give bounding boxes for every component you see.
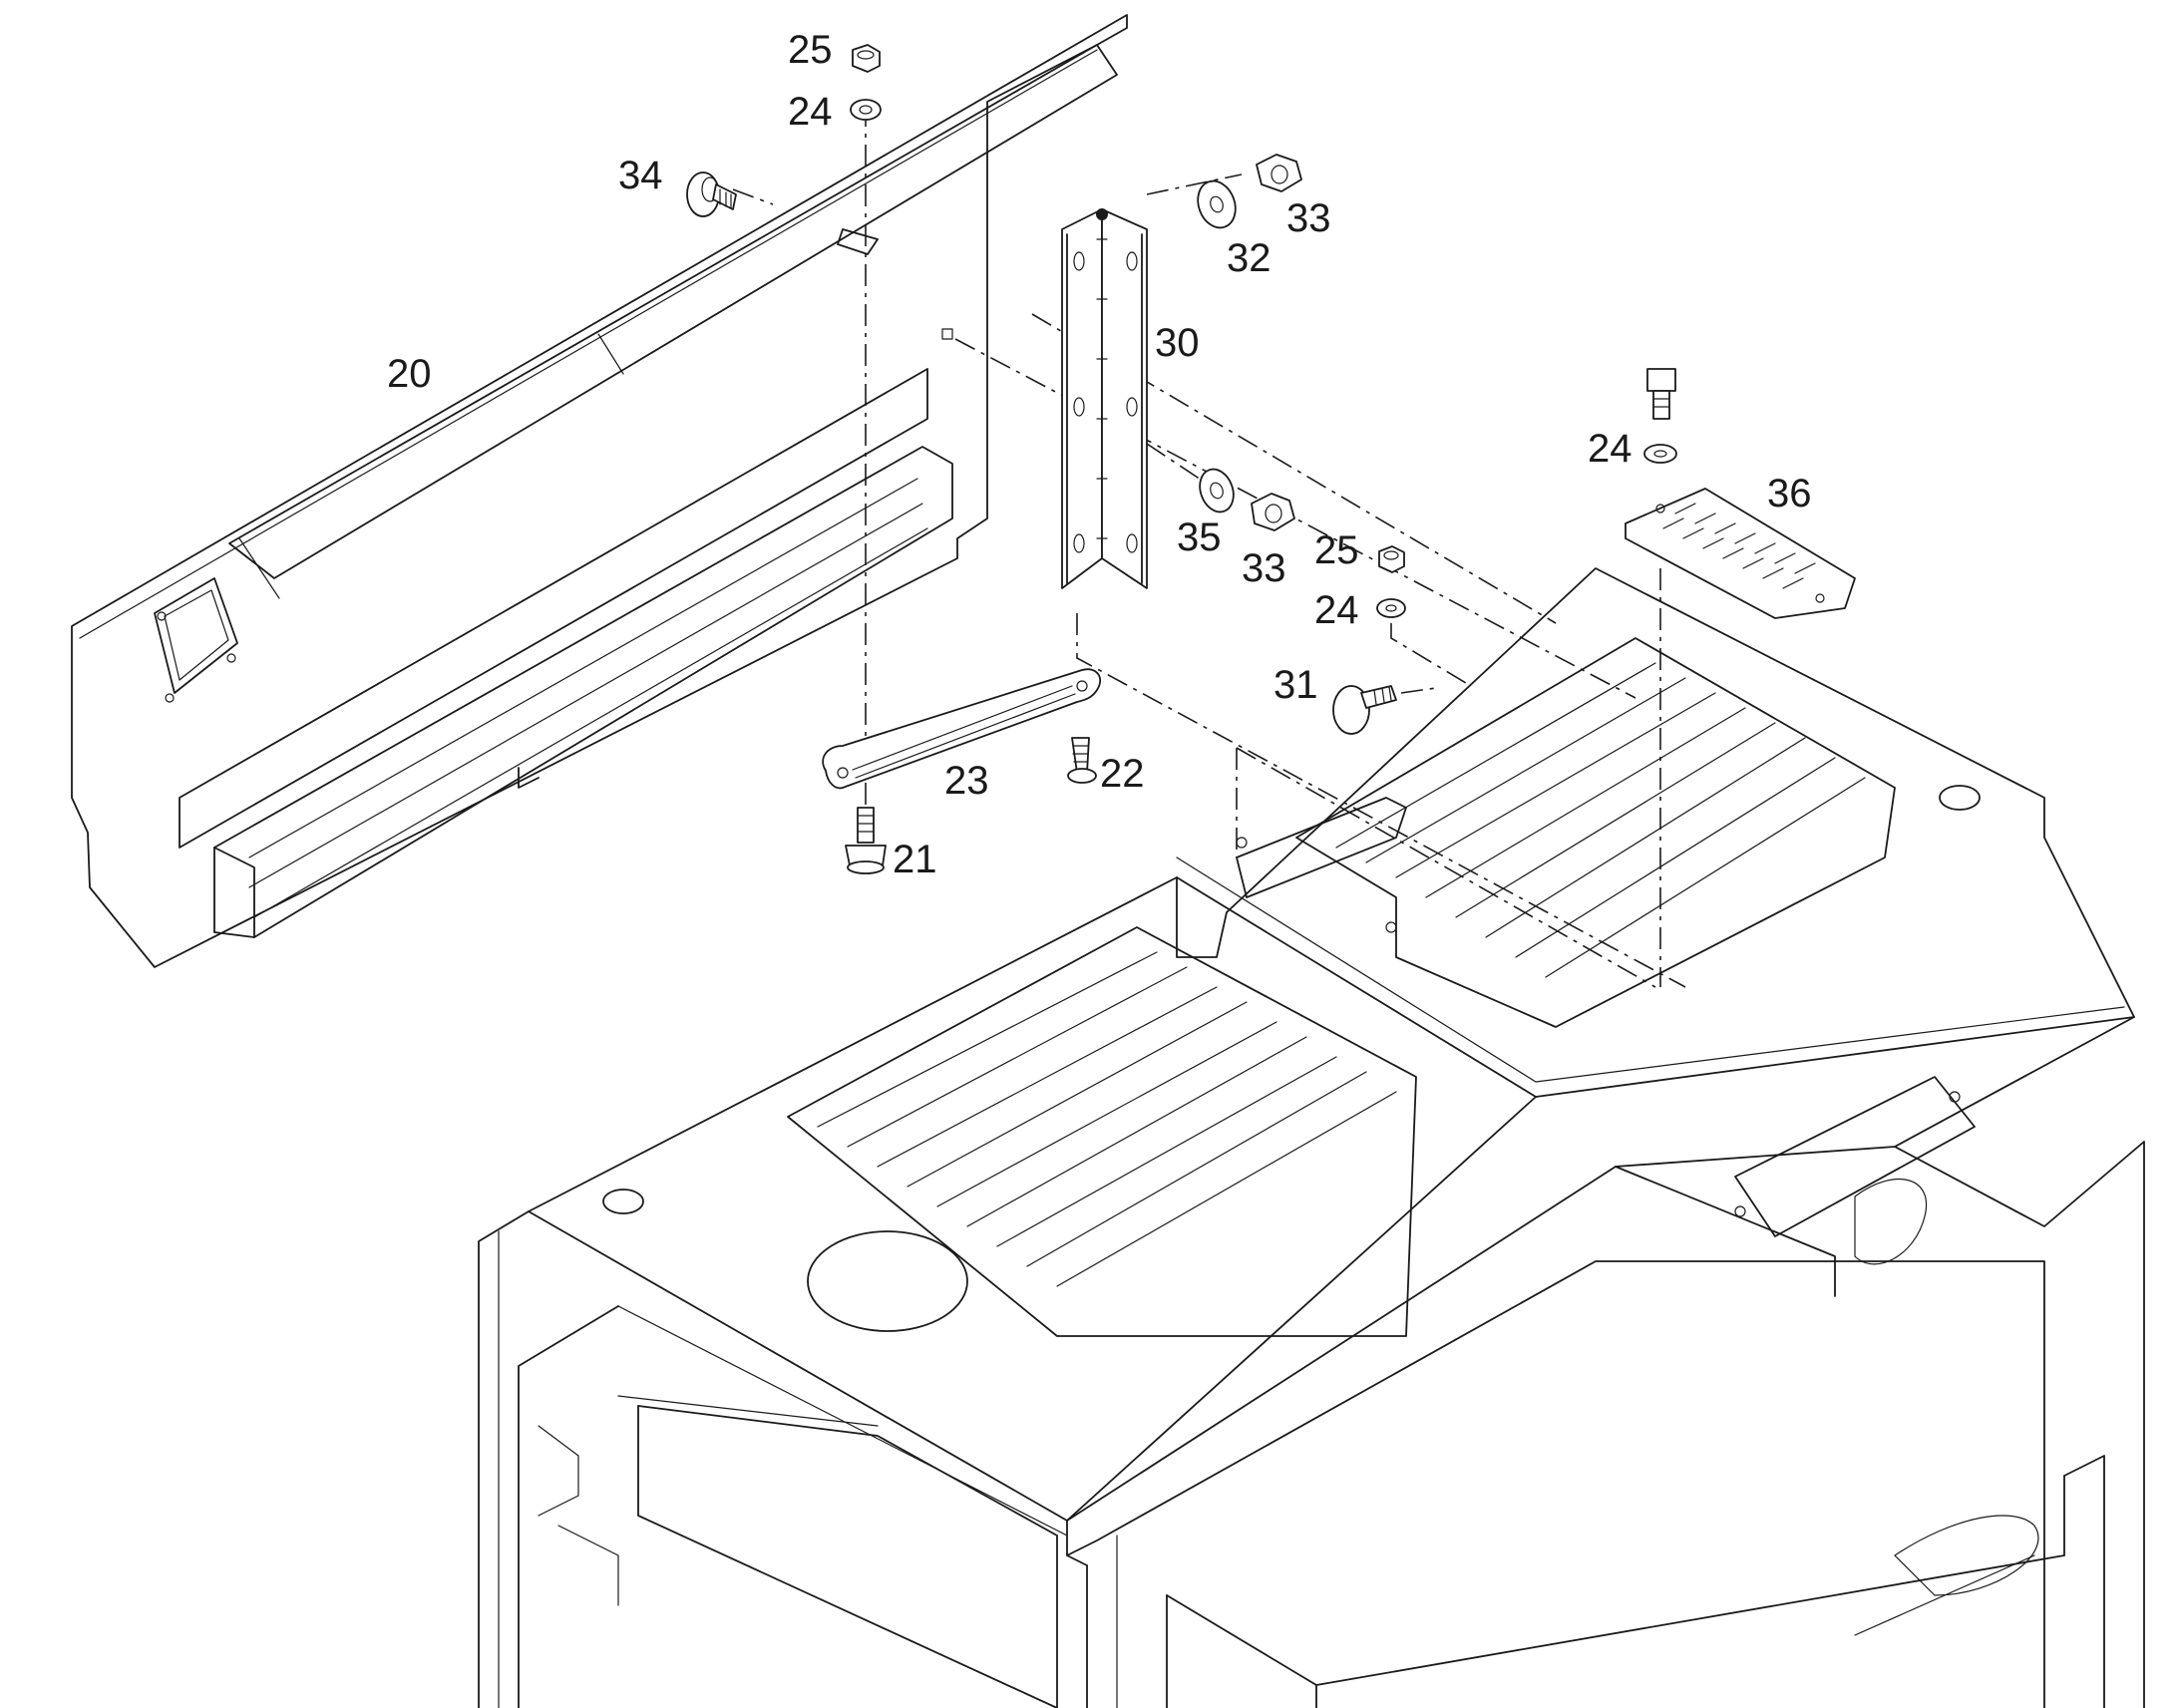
callout-33: 33 [1242,546,1286,590]
callout-24: 24 [788,90,833,134]
housing [478,567,2145,1708]
callout-32: 32 [1227,236,1272,280]
washer-icon [1199,468,1235,513]
nut-icon [1256,154,1302,192]
screw-icon [686,171,737,217]
nut-icon [1378,545,1405,573]
callout-36: 36 [1767,472,1812,515]
stud-icon [845,807,887,874]
callout-22: 22 [1100,752,1145,796]
bolt-icon [1332,685,1397,735]
callout-30: 30 [1155,321,1200,365]
hinge-part-30 [1061,208,1148,589]
callouts: 25 24 34 32 33 30 20 24 36 35 33 25 24 3… [387,28,1812,881]
washer-icon [1197,179,1237,229]
nut-icon [1251,493,1295,531]
link-plate-icon [822,668,1102,790]
callout-23: 23 [944,759,989,803]
washer-icon [850,99,882,121]
callout-21: 21 [893,838,937,881]
callout-20: 20 [387,352,432,396]
callout-35: 35 [1177,515,1222,559]
washer-icon [1376,598,1406,618]
callout-25: 25 [788,28,833,72]
front-grille-slots [817,951,1397,1287]
callout-24: 24 [1588,427,1633,471]
side-panel-part-20 [71,14,1128,968]
callout-31: 31 [1273,663,1318,707]
callout-34: 34 [618,154,663,197]
rear-grille-slots [1335,662,1866,978]
callout-24: 24 [1314,588,1359,632]
bolt-icon [1646,368,1676,420]
nut-icon [852,44,881,73]
grille-plate-icon [1625,488,1856,619]
stud-icon [1067,737,1097,784]
hardware [686,44,1856,874]
washer-icon [1643,444,1677,464]
callout-33: 33 [1286,196,1331,240]
callout-25: 25 [1314,528,1359,572]
